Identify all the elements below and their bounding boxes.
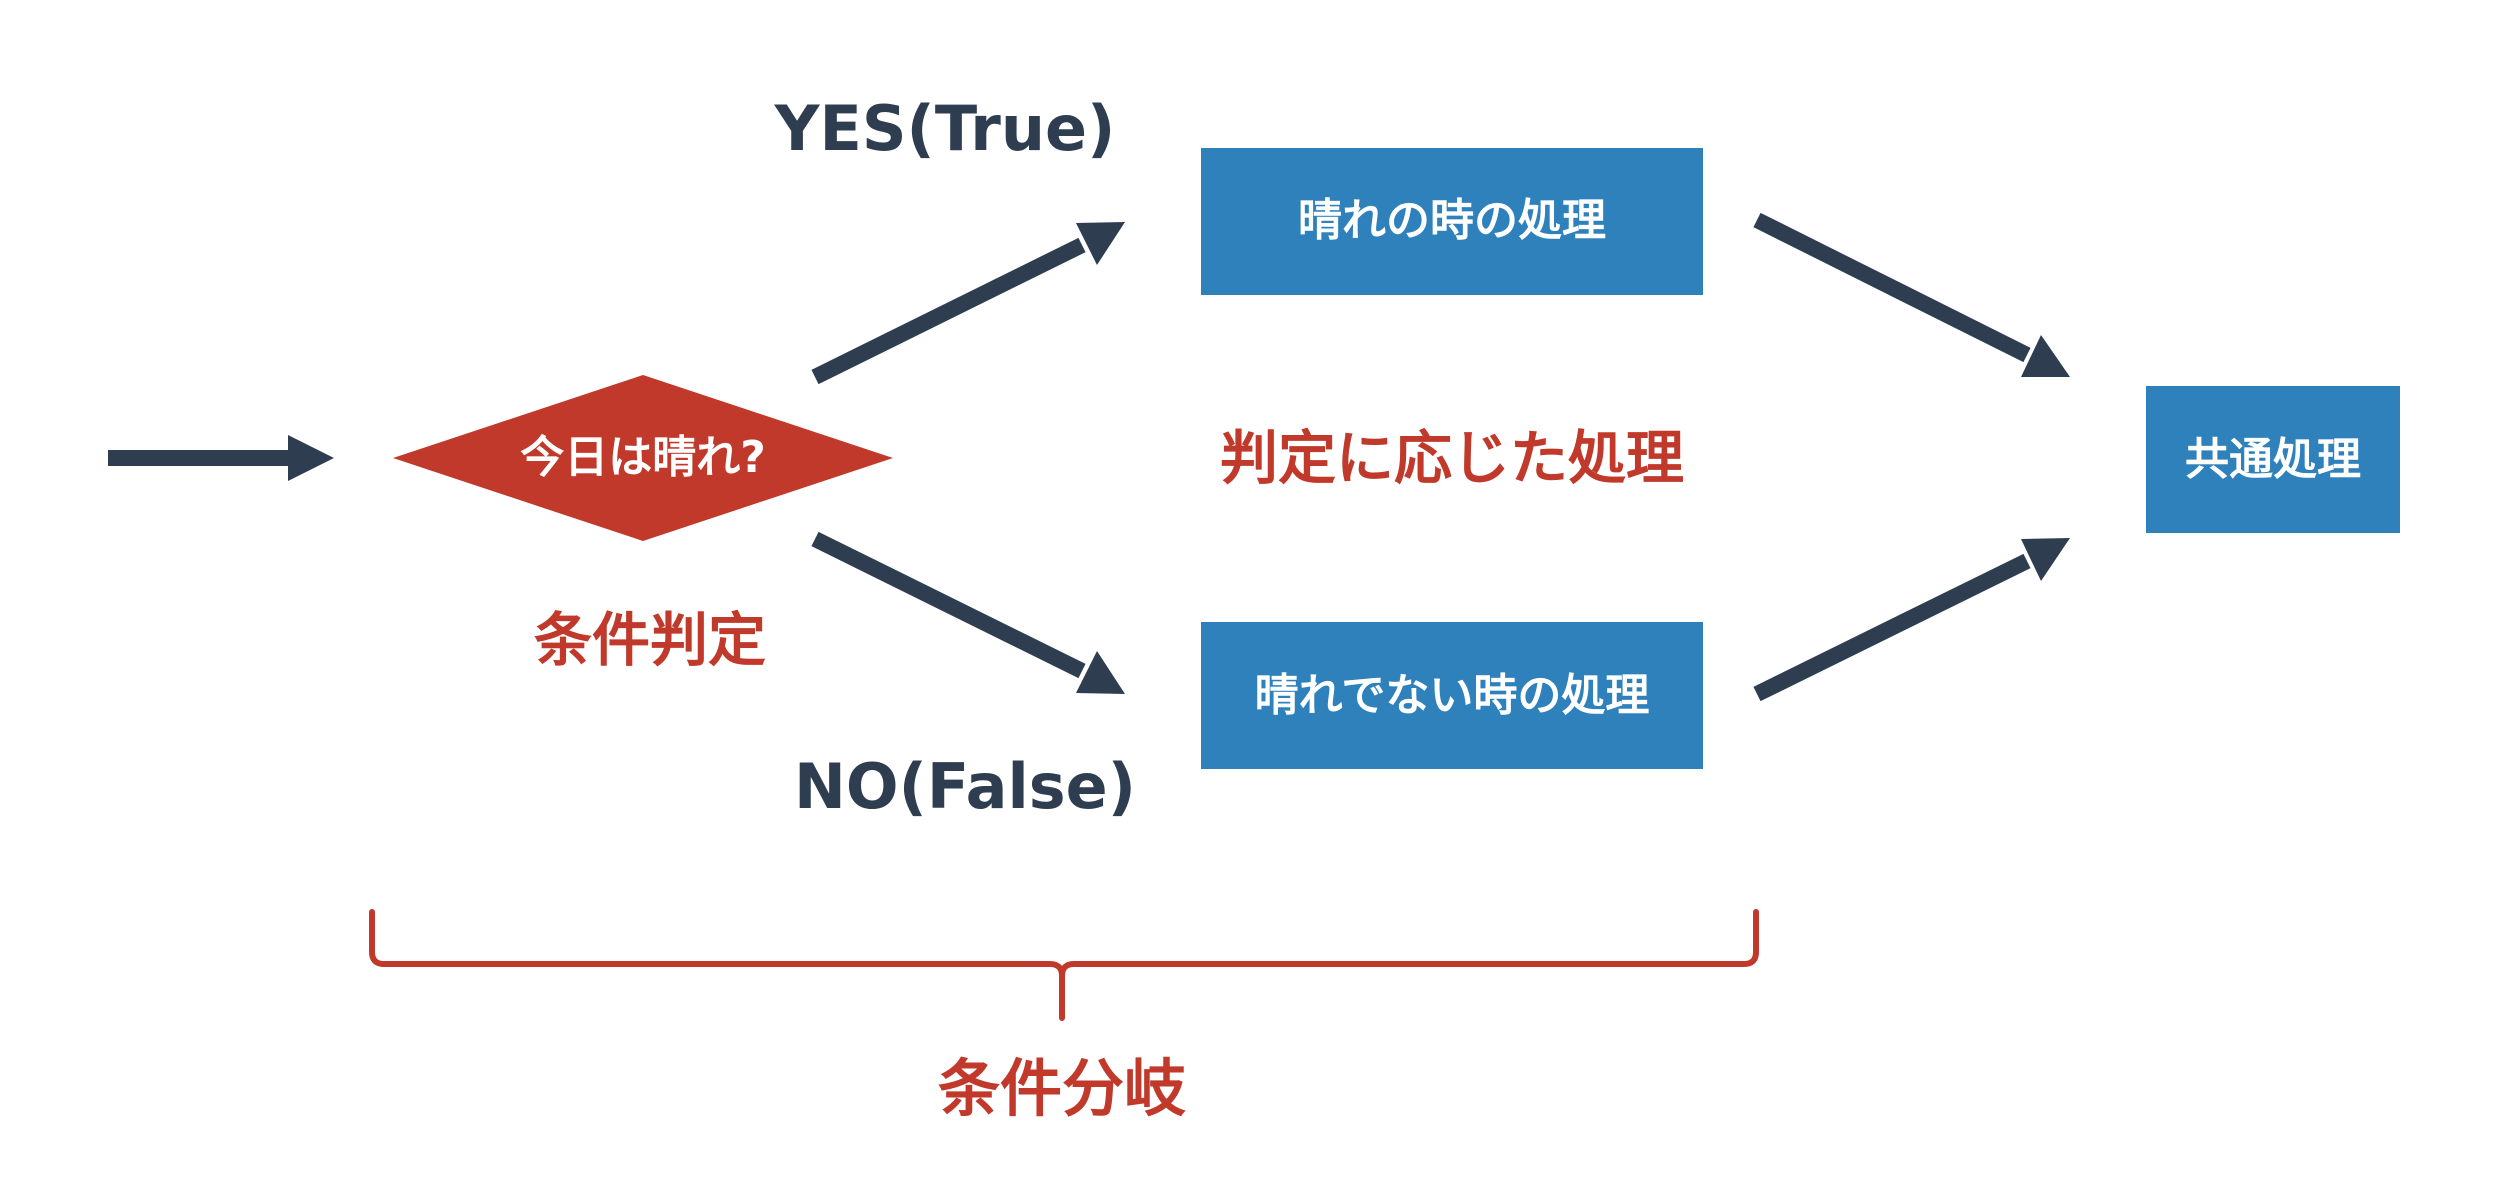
common-process-label: 共通処理 — [2185, 434, 2361, 485]
curly-brace — [369, 909, 1759, 1021]
sunny-process-box: 晴れの時の処理 — [1201, 148, 1703, 295]
yes-arrow — [811, 222, 1125, 385]
no-arrow — [811, 531, 1125, 694]
common-process-box: 共通処理 — [2146, 386, 2400, 533]
yes-label: YES(True) — [774, 92, 1116, 165]
merge-arrow-bottom — [1753, 538, 2070, 702]
no-label: NO(False) — [794, 750, 1136, 823]
not-sunny-process-label: 晴れでない時の処理 — [1255, 670, 1650, 721]
brace-caption: 条件分岐 — [938, 1052, 1186, 1125]
middle-caption: 判定に応じた処理 — [1220, 424, 1684, 492]
decision-diamond: 今日は晴れ? — [393, 375, 893, 541]
not-sunny-process-box: 晴れでない時の処理 — [1201, 622, 1703, 769]
decision-caption: 条件判定 — [534, 606, 766, 674]
decision-label: 今日は晴れ? — [520, 432, 766, 483]
entry-arrow — [108, 435, 334, 481]
merge-arrow-top — [1753, 212, 2070, 377]
sunny-process-label: 晴れの時の処理 — [1298, 195, 1606, 246]
